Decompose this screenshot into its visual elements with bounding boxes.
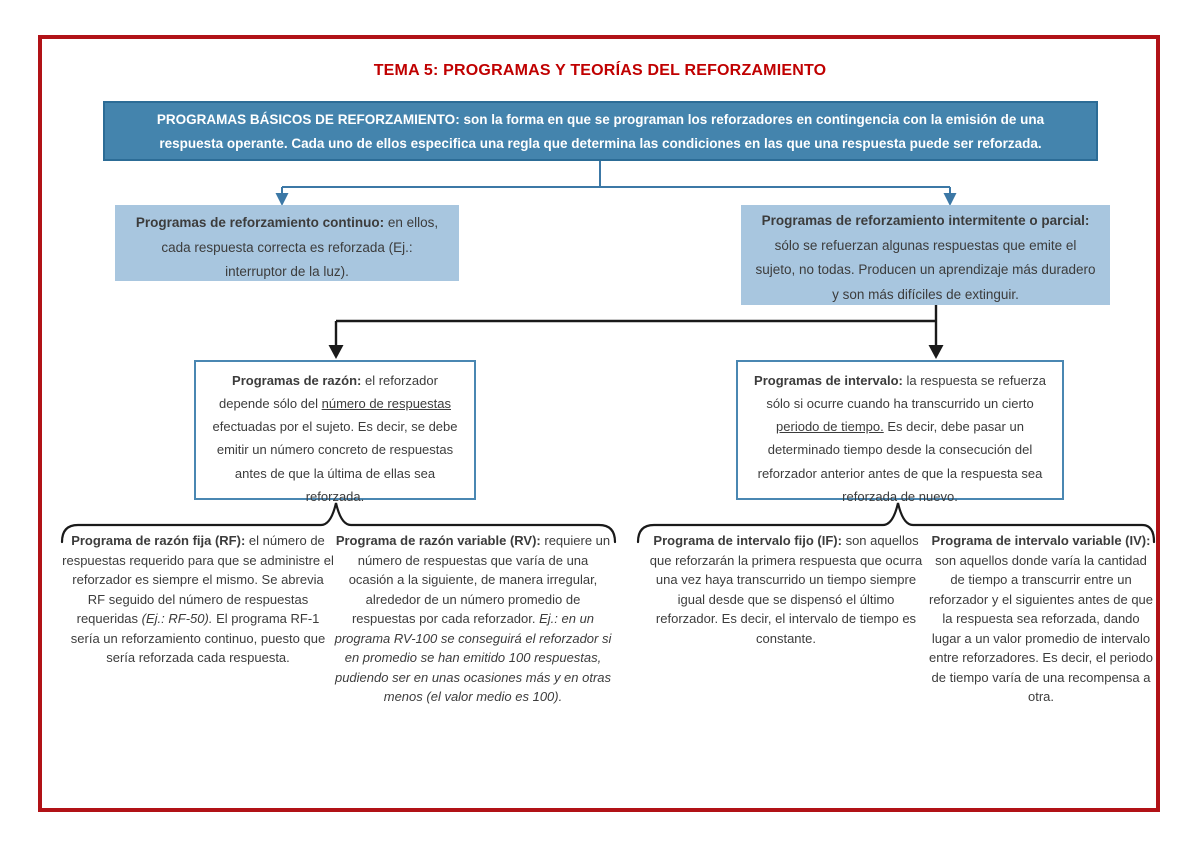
node-razon-fija-example: (Ej.: RF-50). <box>141 611 213 626</box>
node-programas-basicos: PROGRAMAS BÁSICOS DE REFORZAMIENTO: son … <box>103 101 1098 161</box>
node-programas-razon-body-post: efectuadas por el sujeto. Es decir, se d… <box>212 419 458 504</box>
page-border-frame <box>38 35 1160 812</box>
node-razon-fija-lead: Programa de razón fija (RF): <box>71 533 246 548</box>
node-programas-razon-body-pre: el reforzador depende sólo del <box>218 373 438 412</box>
node-programas-razon-lead: Programas de razón: <box>232 373 362 388</box>
node-programas-razon-underlined: número de respuestas <box>321 396 451 412</box>
page-title: TEMA 5: PROGRAMAS Y TEORÍAS DEL REFORZAM… <box>373 62 827 79</box>
node-intervalo-variable-lead: Programa de intervalo variable (IV): <box>931 533 1151 548</box>
node-programas-intervalo-lead: Programas de intervalo: <box>754 373 903 388</box>
node-razon-fija: Programa de razón fija (RF): el número d… <box>62 531 334 668</box>
node-programas-razon: Programas de razón: el reforzador depend… <box>194 360 476 504</box>
node-razon-variable-lead: Programa de razón variable (RV): <box>335 533 541 548</box>
node-reforzamiento-continuo-body: en ellos, cada respuesta correcta es ref… <box>161 215 439 280</box>
node-razon-variable: Programa de razón variable (RV): requier… <box>334 531 612 707</box>
node-intervalo-fijo-body: son aquellos que reforzarán la primera r… <box>649 533 923 646</box>
node-reforzamiento-continuo: Programas de reforzamiento continuo: en … <box>115 205 459 281</box>
node-reforzamiento-continuo-lead: Programas de reforzamiento continuo: <box>135 215 385 230</box>
node-intervalo-variable-body: son aquellos donde varía la cantidad de … <box>928 552 1154 705</box>
node-programas-intervalo-body-pre: la respuesta se refuerza sólo si ocurre … <box>766 373 1046 412</box>
node-programas-intervalo: Programas de intervalo: la respuesta se … <box>736 360 1064 504</box>
node-reforzamiento-intermitente: Programas de reforzamiento intermitente … <box>741 205 1110 305</box>
node-intervalo-fijo: Programa de intervalo fijo (IF): son aqu… <box>648 531 924 648</box>
node-razon-variable-body: requiere un número de respuestas que var… <box>348 533 611 626</box>
node-intervalo-variable: Programa de intervalo variable (IV): son… <box>928 531 1154 707</box>
node-reforzamiento-intermitente-lead: Programas de reforzamiento intermitente … <box>761 213 1090 228</box>
node-programas-intervalo-underlined: periodo de tiempo. <box>776 419 884 435</box>
node-programas-basicos-body: son la forma en que se programan los ref… <box>159 112 1045 152</box>
node-intervalo-fijo-lead: Programa de intervalo fijo (IF): <box>653 533 842 548</box>
node-razon-variable-example: Ej.: en un programa RV-100 se conseguirá… <box>334 611 612 704</box>
node-razon-fija-body-post: El programa RF-1 sería un reforzamiento … <box>70 611 326 665</box>
node-reforzamiento-intermitente-body: sólo se refuerzan algunas respuestas que… <box>755 237 1096 302</box>
node-razon-fija-body-pre: el número de respuestas requerido para q… <box>62 533 334 626</box>
node-programas-intervalo-body-post: Es decir, debe pasar un determinado tiem… <box>757 419 1043 504</box>
node-programas-basicos-lead: PROGRAMAS BÁSICOS DE REFORZAMIENTO: <box>156 112 460 127</box>
